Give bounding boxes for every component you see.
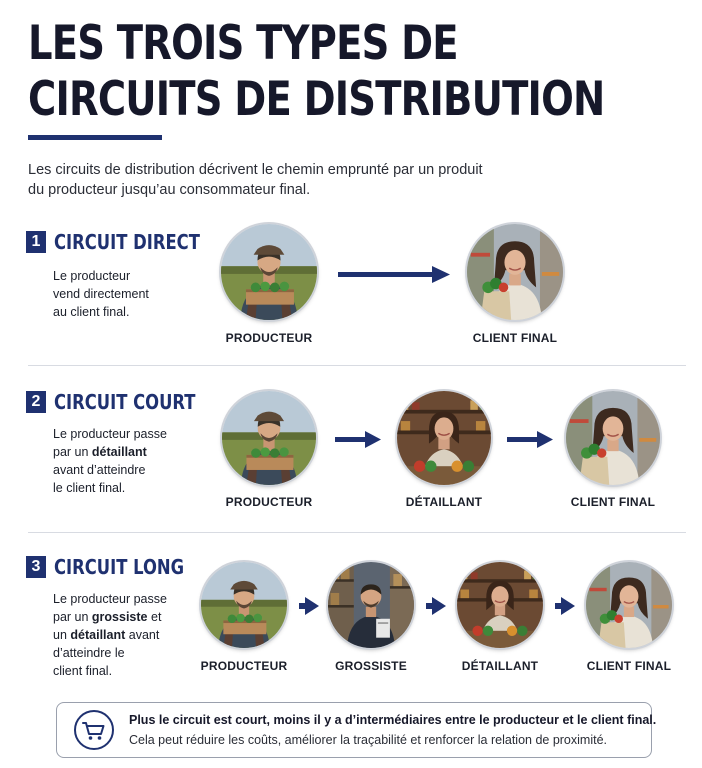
desc-text: et xyxy=(147,610,162,624)
summary-note: Plus le circuit est court, moins il y a … xyxy=(56,702,656,758)
actor-label: PRODUCTEUR xyxy=(225,495,313,509)
desc-highlight: détaillant xyxy=(70,628,126,642)
title-underline xyxy=(28,135,162,140)
note-headline: Plus le circuit est court, moins il y a … xyxy=(129,713,657,727)
section-divider xyxy=(28,365,686,366)
desc-text: par un xyxy=(53,445,92,459)
producer-portrait xyxy=(221,224,317,320)
cart-icon-circle xyxy=(74,710,114,750)
section-3-heading: 3 CIRCUIT LONG xyxy=(26,555,213,579)
section-1-desc-line: au client final. xyxy=(53,305,130,319)
actor-label: CLIENT FINAL xyxy=(586,659,672,673)
client-illustration xyxy=(586,562,672,648)
section-2-heading: 2 CIRCUIT COURT xyxy=(26,390,227,414)
client-portrait xyxy=(467,224,563,320)
section-1-heading: 1 CIRCUIT DIRECT xyxy=(26,230,232,254)
section-2-desc-line: le client final. xyxy=(53,481,126,495)
arrow-right-icon xyxy=(338,266,450,283)
section-3-desc-line: d’atteindre le xyxy=(53,646,125,660)
retailer-illustration xyxy=(397,391,491,485)
arrow-right-icon xyxy=(507,431,553,448)
desc-text: par un xyxy=(53,610,92,624)
arrow-right-icon xyxy=(555,597,575,615)
page-title: LES TROIS TYPES DE CIRCUITS DE DISTRIBUT… xyxy=(28,16,605,128)
section-1-title: CIRCUIT DIRECT xyxy=(54,230,200,254)
section-3-title: CIRCUIT LONG xyxy=(54,555,185,579)
section-2-title: CIRCUIT COURT xyxy=(54,390,196,414)
retailer-portrait xyxy=(397,391,491,485)
actor-label: DÉTAILLANT xyxy=(461,659,539,673)
farmer-illustration xyxy=(222,391,316,485)
section-1-number: 1 xyxy=(26,231,46,253)
retailer-illustration xyxy=(457,562,543,648)
section-2-number: 2 xyxy=(26,391,46,413)
arrow-right-icon xyxy=(335,431,381,448)
section-3-description: Le producteur passe par un grossiste et … xyxy=(53,590,183,680)
section-2-desc-line: avant d’atteindre xyxy=(53,463,146,477)
section-1-desc-line: Le producteur xyxy=(53,269,131,283)
retailer-portrait xyxy=(457,562,543,648)
client-illustration xyxy=(467,224,563,320)
section-divider xyxy=(28,532,686,533)
section-3-desc-line: un détaillant avant xyxy=(53,626,183,644)
actor-label: PRODUCTEUR xyxy=(225,331,313,345)
desc-text: un xyxy=(53,628,71,642)
section-2-desc-line: Le producteur passe xyxy=(53,427,167,441)
client-portrait xyxy=(566,391,660,485)
shopping-cart-icon xyxy=(82,722,105,740)
section-3-desc-line: Le producteur passe xyxy=(53,592,167,606)
producer-portrait xyxy=(222,391,316,485)
wholesaler-illustration xyxy=(328,562,414,648)
section-1-desc-line: vend directement xyxy=(53,287,149,301)
intro-text: Les circuits de distribution décrivent l… xyxy=(28,160,588,200)
actor-label: CLIENT FINAL xyxy=(570,495,656,509)
producer-portrait xyxy=(201,562,287,648)
desc-text: avant xyxy=(125,628,160,642)
note-detail: Cela peut réduire les coûts, améliorer l… xyxy=(129,733,608,747)
page-title-line-1: LES TROIS TYPES DE xyxy=(28,16,459,71)
section-2-description: Le producteur passe par un détaillant av… xyxy=(53,425,183,497)
actor-label: PRODUCTEUR xyxy=(200,659,288,673)
farmer-illustration xyxy=(221,224,317,320)
actor-label: GROSSISTE xyxy=(335,659,407,673)
section-3-desc-line: client final. xyxy=(53,664,113,678)
wholesaler-portrait xyxy=(328,562,414,648)
desc-highlight: grossiste xyxy=(91,610,148,624)
actor-label: DÉTAILLANT xyxy=(405,495,483,509)
client-illustration xyxy=(566,391,660,485)
section-1-description: Le producteur vend directement au client… xyxy=(53,267,183,321)
arrow-right-icon xyxy=(299,597,319,615)
client-portrait xyxy=(586,562,672,648)
intro-line-2: du producteur jusqu’au consommateur fina… xyxy=(28,182,311,198)
page-title-line-2: CIRCUITS DE DISTRIBUTION xyxy=(28,72,605,127)
section-3-desc-line: par un grossiste et xyxy=(53,608,183,626)
intro-line-1: Les circuits de distribution décrivent l… xyxy=(28,162,483,178)
farmer-illustration xyxy=(201,562,287,648)
actor-label: CLIENT FINAL xyxy=(472,331,558,345)
section-3-number: 3 xyxy=(26,556,46,578)
section-2-desc-line: par un détaillant xyxy=(53,443,183,461)
desc-highlight: détaillant xyxy=(91,445,147,459)
arrow-right-icon xyxy=(426,597,446,615)
